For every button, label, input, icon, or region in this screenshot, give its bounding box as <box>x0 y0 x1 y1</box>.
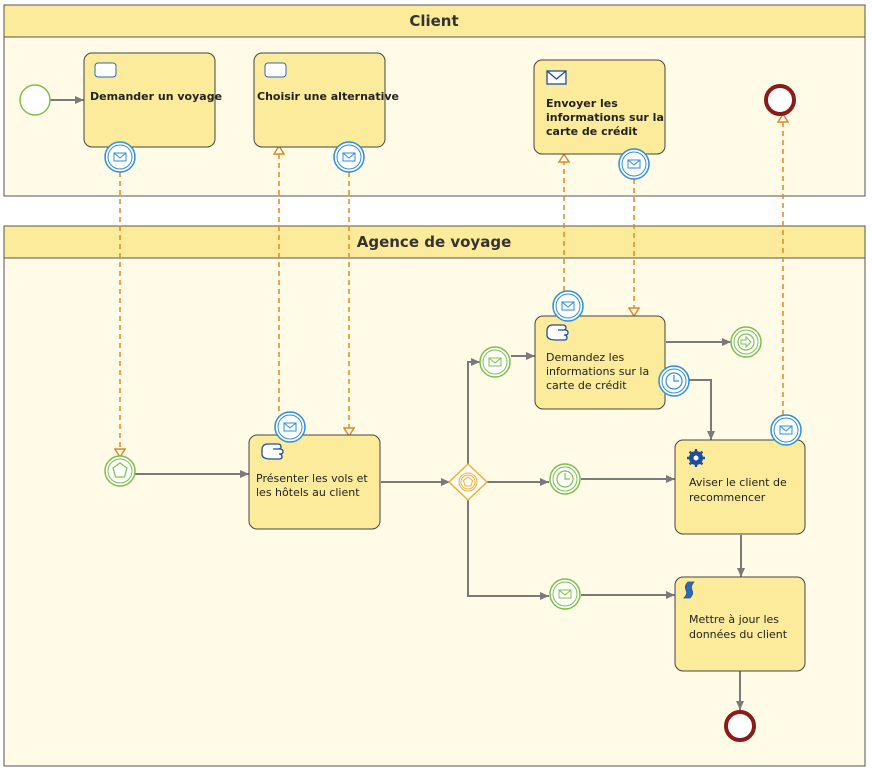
event-based-gateway-icon <box>458 472 478 492</box>
task-demandez-label: Demandez les informations sur la carte d… <box>546 351 653 392</box>
task-mettre-a-jour[interactable]: Mettre à jour les données du client <box>674 576 806 672</box>
message-event-icon <box>561 301 575 311</box>
start-event-signal[interactable] <box>104 455 136 487</box>
manual-task-icon <box>261 443 284 460</box>
start-event-client[interactable] <box>19 84 51 116</box>
task-presenter-vols[interactable]: Présenter les vols et les hôtels au clie… <box>248 434 381 530</box>
boundary-message-demander[interactable] <box>104 141 136 173</box>
intermediate-event-message[interactable] <box>479 346 511 378</box>
signal-event-icon <box>112 462 128 478</box>
pool-client-title: Client <box>409 12 458 30</box>
event-based-gateway[interactable] <box>447 462 489 502</box>
pool-agency-title: Agence de voyage <box>357 233 512 251</box>
boundary-message-envoyer[interactable] <box>618 148 650 180</box>
send-task-icon <box>546 70 567 85</box>
intermediate-event-timer[interactable] <box>549 463 581 495</box>
message-event-icon <box>779 425 793 435</box>
user-task-icon <box>94 62 117 78</box>
boundary-message-demandez[interactable] <box>552 290 584 322</box>
user-task-icon <box>264 62 287 78</box>
message-event-icon <box>558 589 572 599</box>
intermediate-event-message-2[interactable] <box>549 578 581 610</box>
boundary-timer-demandez[interactable] <box>658 365 690 397</box>
boundary-message-choisir[interactable] <box>333 141 365 173</box>
task-aviser-client[interactable]: Aviser le client de recommencer <box>674 439 806 535</box>
script-task-icon <box>683 581 695 599</box>
escalation-end-event[interactable] <box>730 326 762 358</box>
message-flows <box>120 114 783 457</box>
timer-event-icon <box>665 372 683 390</box>
boundary-message-aviser[interactable] <box>770 414 802 446</box>
task-aviser-label: Aviser le client de recommencer <box>689 476 790 504</box>
escalation-event-icon <box>737 333 755 351</box>
manual-task-icon <box>546 324 569 341</box>
message-event-icon <box>342 152 356 162</box>
task-mettre-label: Mettre à jour les données du client <box>689 613 788 641</box>
message-event-icon <box>488 357 502 367</box>
task-choisir-label: Choisir une alternative <box>257 90 399 103</box>
task-demander-label: Demander un voyage <box>90 90 222 103</box>
message-event-icon <box>283 422 297 432</box>
task-presenter-label: Présenter les vols et les hôtels au clie… <box>256 472 371 499</box>
task-demandez-infos[interactable]: Demandez les informations sur la carte d… <box>534 315 666 410</box>
service-task-icon <box>687 449 705 467</box>
task-envoyer-label: Envoyer les informations sur la carte de… <box>546 97 668 138</box>
task-demander-voyage[interactable]: Demander un voyage <box>83 52 222 148</box>
message-event-icon <box>113 152 127 162</box>
message-event-icon <box>627 159 641 169</box>
end-event-client[interactable] <box>764 84 796 116</box>
task-envoyer-infos[interactable]: Envoyer les informations sur la carte de… <box>533 59 668 155</box>
sequence-flows <box>50 96 745 710</box>
timer-event-icon <box>556 470 574 488</box>
boundary-message-presenter[interactable] <box>274 411 306 443</box>
end-event-agency[interactable] <box>724 710 756 742</box>
task-choisir-alternative[interactable]: Choisir une alternative <box>253 52 399 148</box>
